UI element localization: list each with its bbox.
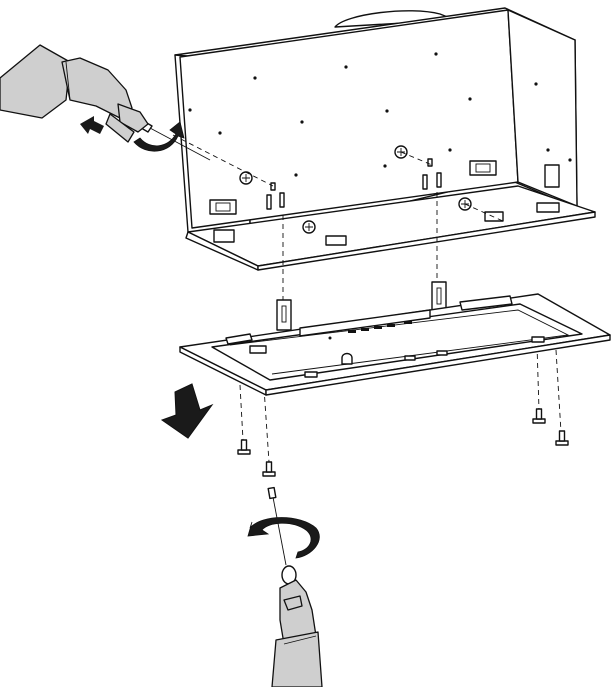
alignment-guides (239, 192, 562, 463)
screw-icon (237, 439, 251, 455)
grille-frame (179, 281, 611, 396)
screws (237, 408, 569, 477)
screw-icon (555, 430, 569, 446)
arrow-down-icon (160, 383, 214, 439)
rotate-arrow-icon (133, 121, 185, 152)
screw-icon (262, 461, 276, 477)
housing-base-lip-right (257, 211, 596, 271)
screw-icon (532, 408, 546, 424)
housing-unit (172, 7, 596, 271)
arrow-left-icon (80, 116, 104, 134)
grille-vents (328, 321, 412, 340)
housing-right-panel (507, 9, 578, 207)
panel-slots (266, 158, 442, 210)
panel-screw-marks (239, 145, 472, 234)
panel-brackets (209, 160, 560, 246)
rotate-arrow-icon (247, 517, 320, 559)
grille-tab-left (276, 299, 292, 331)
panel-holes (188, 52, 572, 177)
hand-screwdriver-icon (267, 486, 323, 687)
hand-screwdriver-icon (0, 44, 211, 161)
housing-top-bump (334, 10, 456, 28)
